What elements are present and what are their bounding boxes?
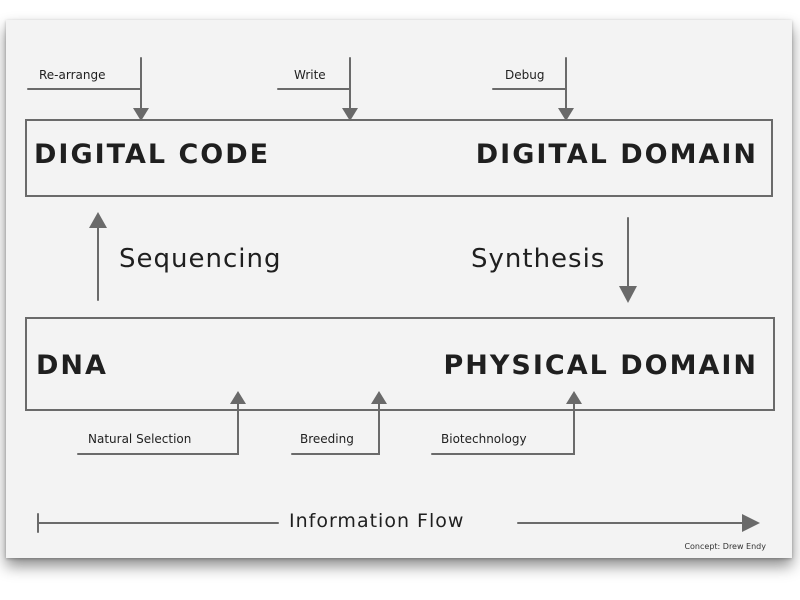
- breeding-bracket: [291, 399, 380, 455]
- write-arrowhead: [342, 108, 358, 121]
- breeding-arrowhead: [371, 391, 387, 404]
- biotechnology-arrowhead: [566, 391, 582, 404]
- digital-domain-label: DIGITAL DOMAIN: [475, 139, 758, 170]
- digital-box: [25, 119, 773, 197]
- natural-selection-arrowhead: [230, 391, 246, 404]
- biotechnology-bracket: [431, 399, 575, 455]
- natural-selection-bracket: [77, 399, 239, 455]
- info-flow-arrowhead: [742, 514, 760, 532]
- physical-box: [25, 317, 775, 411]
- debug-label: Debug: [505, 68, 545, 82]
- synthesis-arrowhead: [619, 286, 637, 303]
- write-bracket: [277, 57, 351, 113]
- rearrange-label: Re-arrange: [39, 68, 106, 82]
- breeding-label: Breeding: [300, 432, 354, 446]
- credit-label: Concept: Drew Endy: [684, 542, 766, 551]
- physical-domain-label: PHYSICAL DOMAIN: [443, 350, 758, 381]
- rearrange-arrowhead: [133, 108, 149, 121]
- information-flow-label: Information Flow: [289, 510, 465, 532]
- rearrange-bracket: [27, 57, 142, 113]
- synthesis-label: Synthesis: [471, 244, 606, 274]
- write-label: Write: [294, 68, 326, 82]
- debug-arrowhead: [558, 108, 574, 121]
- dna-label: DNA: [36, 350, 108, 381]
- sequencing-arrowhead: [89, 212, 107, 228]
- sequencing-label: Sequencing: [119, 244, 282, 274]
- digital-code-label: DIGITAL CODE: [34, 139, 271, 170]
- natural-selection-label: Natural Selection: [88, 432, 192, 446]
- debug-bracket: [492, 57, 567, 113]
- biotechnology-label: Biotechnology: [441, 432, 527, 446]
